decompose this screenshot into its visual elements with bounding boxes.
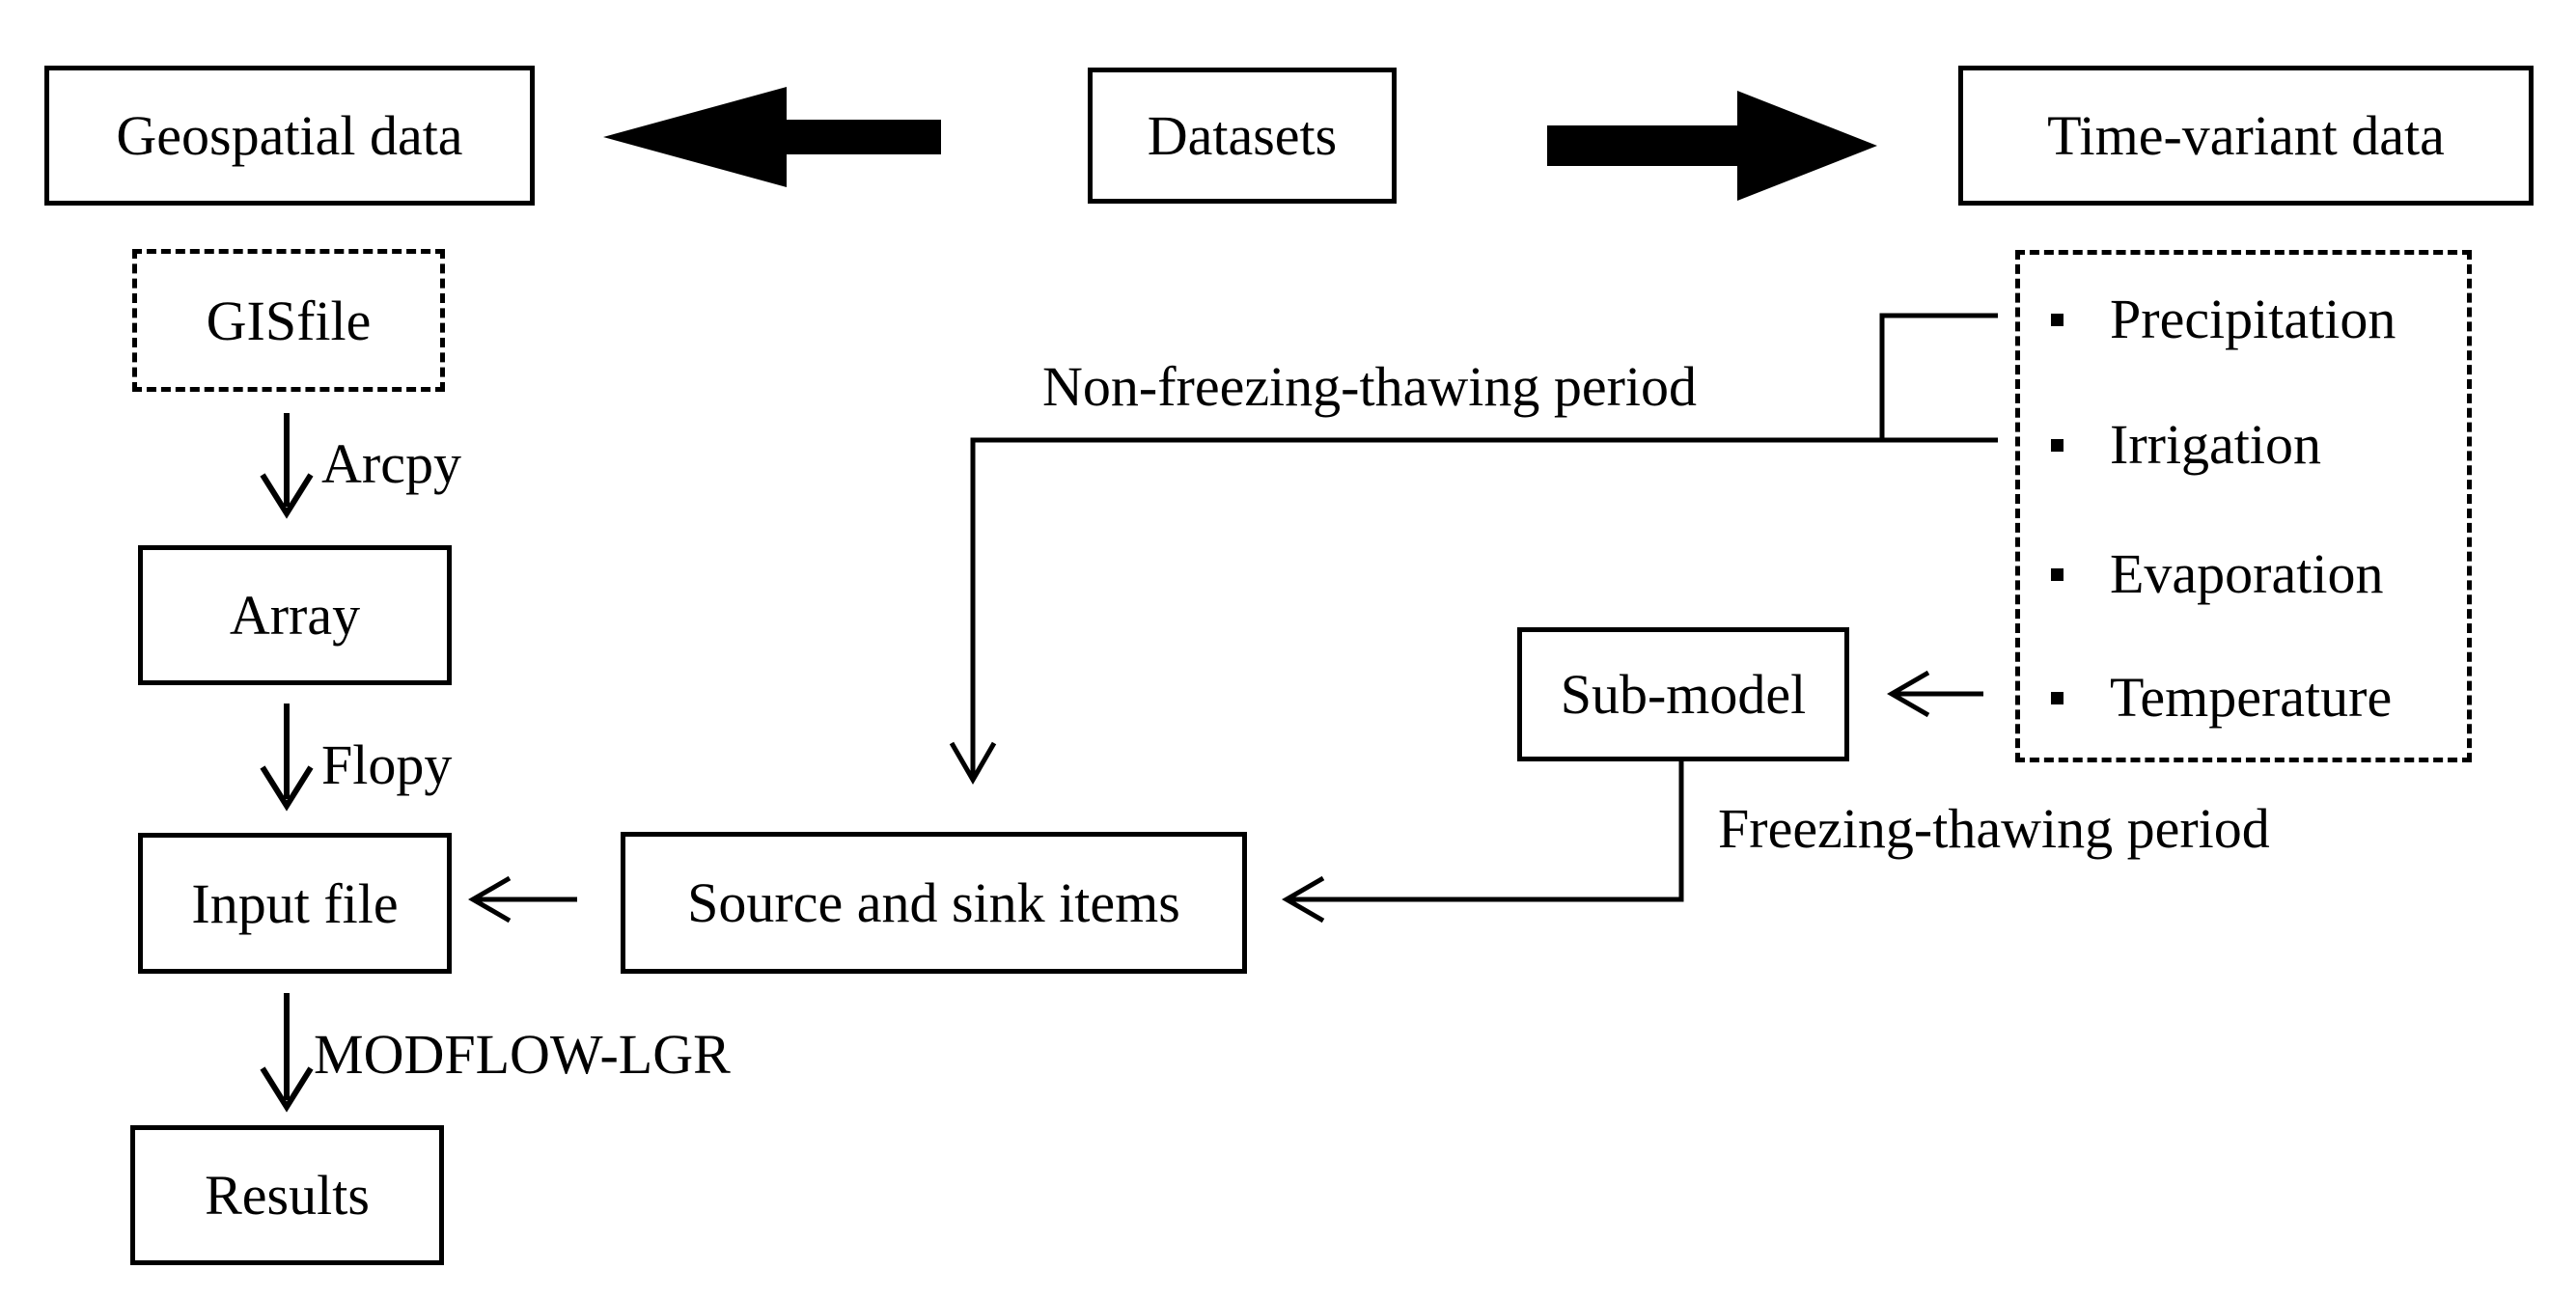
arrow-sourcesink-to-inputfile bbox=[468, 875, 577, 924]
bracket-non-freezing-items bbox=[1879, 313, 1998, 443]
bullet-icon bbox=[2051, 691, 2064, 704]
array-node: Array bbox=[138, 545, 452, 685]
time-variant-items-box: Precipitation Irrigation Evaporation Tem… bbox=[2015, 250, 2472, 762]
sub-model-node: Sub-model bbox=[1517, 627, 1849, 761]
list-item-evaporation: Evaporation bbox=[2051, 546, 2383, 602]
item-label: Evaporation bbox=[2110, 542, 2384, 605]
arrow-datasets-to-time-variant bbox=[1547, 91, 1877, 201]
item-label: Temperature bbox=[2110, 666, 2393, 729]
geospatial-data-node: Geospatial data bbox=[44, 66, 535, 206]
bullet-icon bbox=[2051, 567, 2064, 581]
bullet-icon bbox=[2051, 313, 2064, 326]
arrow-non-freezing-to-sourcesink bbox=[949, 437, 1998, 785]
arrow-submodel-to-sourcesink bbox=[1282, 760, 1684, 924]
arrow-gisfile-to-array bbox=[260, 413, 314, 519]
results-node: Results bbox=[130, 1125, 444, 1265]
input-file-node: Input file bbox=[138, 833, 452, 974]
datasets-node: Datasets bbox=[1088, 68, 1397, 204]
list-item-irrigation: Irrigation bbox=[2051, 417, 2321, 473]
arrow-temperature-to-submodel bbox=[1887, 670, 1983, 718]
edge-label-non-freezing-thawing-period: Non-freezing-thawing period bbox=[1042, 355, 1698, 418]
list-item-precipitation: Precipitation bbox=[2051, 291, 2396, 347]
edge-label-flopy: Flopy bbox=[321, 733, 453, 796]
edge-label-freezing-thawing-period: Freezing-thawing period bbox=[1718, 797, 2270, 860]
arrow-inputfile-to-results bbox=[260, 993, 314, 1113]
item-label: Irrigation bbox=[2110, 413, 2322, 476]
arrow-array-to-inputfile bbox=[260, 704, 314, 812]
edge-label-arcpy: Arcpy bbox=[321, 432, 461, 495]
source-sink-items-node: Source and sink items bbox=[621, 832, 1247, 974]
arrow-datasets-to-geospatial bbox=[603, 87, 941, 187]
bullet-icon bbox=[2051, 438, 2064, 452]
list-item-temperature: Temperature bbox=[2051, 670, 2392, 726]
item-label: Precipitation bbox=[2110, 288, 2396, 350]
time-variant-data-node: Time-variant data bbox=[1958, 66, 2534, 206]
edge-label-modflow-lgr: MODFLOW-LGR bbox=[314, 1023, 731, 1086]
gisfile-node: GISfile bbox=[132, 249, 445, 392]
